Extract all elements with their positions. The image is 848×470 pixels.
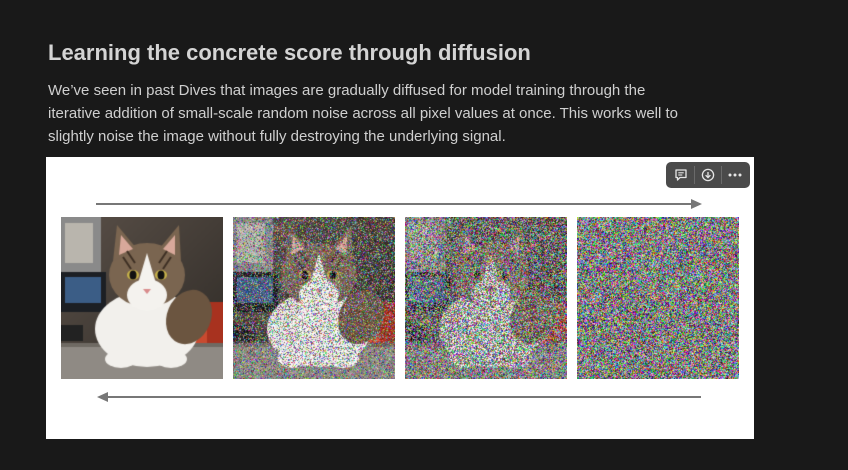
figure-arrows [96,199,702,402]
paragraph-line: We’ve seen in past Dives that images are… [48,82,646,99]
comment-button[interactable] [668,162,694,188]
more-button[interactable] [722,162,748,188]
download-icon [701,168,715,182]
section-heading: Learning the concrete score through diff… [48,40,531,65]
paragraph-line: iterative addition of small-scale random… [48,105,679,122]
comment-icon [675,169,687,181]
more-icon [728,173,742,177]
forward-arrow [96,199,702,209]
cat-image-clean [61,217,223,379]
cat-image-pure-noise [577,217,739,379]
cat-image-heavily-noised [405,217,567,379]
download-button[interactable] [695,162,721,188]
paragraph-line: slightly noise the image without fully d… [48,128,506,145]
cat-image-partially-noised [233,217,395,379]
image-toolbar [666,162,750,188]
diffusion-figure[interactable] [46,157,754,439]
section-paragraph: We’ve seen in past Dives that images are… [48,79,768,148]
reverse-arrow [97,392,701,402]
toolbar-divider [694,166,695,184]
toolbar-divider [721,166,722,184]
